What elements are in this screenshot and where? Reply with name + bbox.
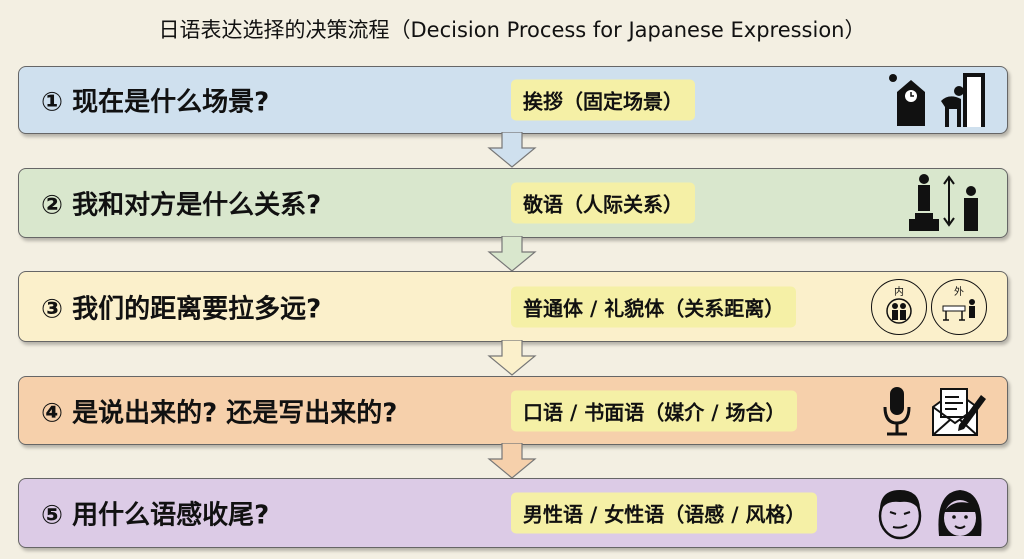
step-2-box: ② 我和对方是什么关系? 敬语（人际关系） [18, 168, 1008, 238]
step-4-box: ④ 是说出来的? 还是写出来的? 口语 / 书面语（媒介 / 场合） [18, 376, 1008, 445]
inner-label: 内 [894, 286, 904, 298]
female-face-icon [938, 490, 982, 536]
down-arrow-icon [487, 340, 537, 376]
step-answer-tag: 挨拶（固定场景） [511, 79, 695, 121]
bowing-person-door-icon [941, 73, 985, 127]
step-3-box: ③ 我们的距离要拉多远? 普通体 / 礼貌体（关系距离） 内 外 [18, 271, 1008, 342]
letter-pen-icon [932, 387, 986, 436]
step-answer-tag: 男性语 / 女性语（语感 / 风格） [511, 492, 818, 534]
step-question: ④ 是说出来的? 还是写出来的? [41, 398, 398, 428]
diagram-title: 日语表达选择的决策流程（Decision Process for Japanes… [158, 18, 866, 42]
microphone-icon [883, 386, 911, 435]
outer-circle-icon: 外 [931, 278, 987, 335]
step-1-box: ① 现在是什么场景? 挨拶（固定场景） [18, 66, 1008, 134]
step-answer-tag: 敬语（人际关系） [511, 182, 695, 224]
down-arrow-icon [487, 443, 537, 479]
hierarchy-people-icon [909, 174, 978, 231]
down-arrow-icon [487, 236, 537, 272]
step-answer-tag: 普通体 / 礼貌体（关系距离） [511, 286, 797, 327]
outer-label: 外 [954, 286, 964, 298]
step-question: ① 现在是什么场景? [41, 87, 270, 118]
step-5-box: ⑤ 用什么语感收尾? 男性语 / 女性语（语感 / 风格） [18, 478, 1008, 548]
clock-tower-icon [889, 74, 925, 126]
down-arrow-icon [487, 132, 537, 168]
male-face-icon [878, 490, 922, 540]
step-question: ② 我和对方是什么关系? [41, 190, 322, 221]
step-question: ⑤ 用什么语感收尾? [41, 500, 270, 531]
step-answer-tag: 口语 / 书面语（媒介 / 场合） [511, 390, 798, 431]
step-question: ③ 我们的距离要拉多远? [41, 294, 322, 324]
inner-circle-icon: 内 [871, 278, 927, 335]
